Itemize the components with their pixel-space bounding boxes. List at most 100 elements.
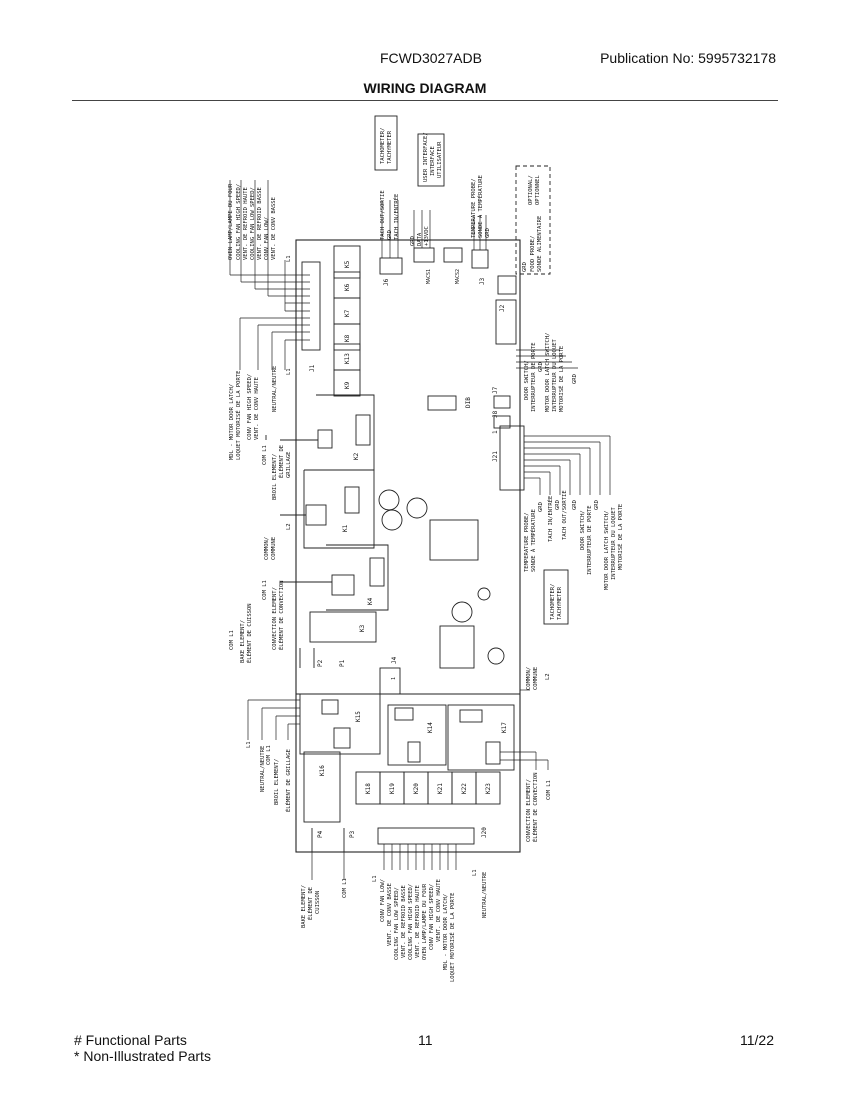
header-rule [72, 100, 778, 101]
j21-label-0: TEMPERATURE PROBE/ [524, 512, 530, 572]
p3-label: COM L1 [342, 878, 348, 898]
functional-parts-note: # Functional Parts [74, 1032, 187, 1048]
j1-label-0: OVEN LAMP/LAMPE DU FOUR [228, 183, 234, 260]
relay-k9: K9 [344, 381, 351, 389]
connector-j6-label: J6 [383, 278, 390, 286]
tachometer-box-top [374, 115, 398, 171]
relay-k17: K17 [501, 722, 508, 733]
plug-p3: P3 [349, 830, 356, 838]
connector-j4 [379, 667, 401, 695]
page-number: 11 [418, 1032, 433, 1048]
j20-label-8: CONV FAN HIGH SPEED/ [429, 884, 435, 950]
j21-label-3: TACH IN/ENTRÉE [546, 496, 554, 542]
p4-label-1: ÉLÉMENT DE [306, 887, 314, 920]
j20-label-7: OVEN LAMP/LAMPE DU FOUR [422, 883, 428, 960]
tach-top-1: GRD [387, 230, 393, 240]
relay-k22: K22 [461, 783, 468, 794]
tachometer-top-0: TACHOMETER/ [380, 128, 386, 164]
j1-lower-0: MDL - MOTOR DOOR LATCH/ [229, 384, 235, 460]
j1-lower-1: LOQUET MOTORISÉ DE LA PORTE [234, 371, 242, 460]
k17-label-1: ÉLÉMENT DE CONVECTION [531, 772, 539, 842]
connector-j7 [493, 395, 511, 409]
connector-j20-label: J20 [481, 827, 488, 838]
connector-macs2 [443, 247, 463, 263]
optional-0: OPTIONAL/ [528, 175, 534, 205]
j20-label-0: L1 [372, 875, 378, 882]
connector-j1-label: J1 [309, 364, 316, 372]
connector-j4-label: J4 [391, 656, 398, 664]
j2-label-0: DOOR SWITCH/ [524, 360, 530, 400]
left-lower-4: ÉLÉMENT DE GRILLAGE [284, 749, 292, 812]
relay-k6: K6 [344, 283, 351, 291]
connector-macs1-label: MACS1 [426, 269, 432, 284]
j1-label-4: VENT. DE REFROID BASSE [257, 187, 263, 260]
food-probe-2: SONDE ALIMENTAIRE [537, 216, 543, 272]
left-lower-2: COM L1 [266, 745, 272, 765]
relay-k20: K20 [413, 783, 420, 794]
k4-label-0: COM L1 [262, 580, 268, 600]
j21-label-2: GRD [538, 502, 544, 512]
relay-k14: K14 [427, 722, 434, 733]
relay-k8: K8 [344, 334, 351, 342]
connector-dib [427, 395, 457, 411]
relay-k1: K1 [342, 524, 349, 532]
left-lower-0: L1 [246, 741, 252, 748]
j2-label-6: GRD [572, 374, 578, 384]
relay-k23: K23 [485, 783, 492, 794]
k4-label-1: CONVECTION ELEMENT/ [272, 587, 278, 650]
tach-top-2: TACH IN/ENTRÉE [392, 194, 400, 240]
user-interface-box [417, 133, 445, 187]
connector-j3-label: J3 [479, 277, 486, 285]
j1-lower-3: VENT. DE CONV HAUTE [254, 377, 260, 440]
k17-label-2: COM L1 [546, 780, 552, 800]
food-probe-1: FOOD PROBE/ [530, 236, 536, 272]
k1-label-1: COMMUNE [271, 537, 277, 560]
j21-label-5: TACH OUT/SORTIE [562, 490, 568, 540]
connector-macs1 [413, 247, 435, 263]
j21-label-4: GRD [555, 500, 561, 510]
connector-j1 [301, 261, 321, 351]
k17-label-0: CONVECTION ELEMENT/ [526, 779, 532, 842]
non-illustrated-note: * Non-Illustrated Parts [74, 1048, 211, 1064]
j2-label-4: INTERRUPTEUR DU LOQUET [552, 338, 558, 412]
j20-label-3: COOLING FAN LOW SPEED/ [394, 887, 400, 960]
relay-bank-top [333, 245, 361, 397]
user-interface-2: UTILISATEUR [437, 141, 443, 178]
ui-wire-1: DATA [417, 232, 423, 246]
j21-label-7: DOOR SWITCH/ [580, 510, 586, 550]
tachometer-top-1: TACHYMETER [387, 130, 393, 164]
j21-label-1: SONDE À TEMPÉRATURE [529, 509, 537, 572]
model-number: FCWD3027ADB [380, 50, 482, 66]
j21-label-11: INTERRUPTEUR DU LOQUET [611, 506, 617, 580]
j21-label-12: MOTORISÉ DE LA PORTE [616, 504, 624, 570]
j1-label-5: CONV FAN LOW/ [264, 217, 270, 260]
transformer-upper [429, 519, 479, 561]
component-c2 [477, 587, 491, 601]
connector-j2 [495, 299, 517, 345]
connector-dib-label: DIB [465, 397, 472, 408]
j20-label-1: CONV FAN LOW/ [380, 879, 386, 922]
j20-label-12: L1 [472, 869, 478, 876]
publication-number: Publication No: 5995732178 [600, 50, 776, 66]
revision-date: 11/22 [740, 1032, 774, 1048]
connector-j6 [379, 257, 403, 275]
connector-j8 [493, 415, 511, 429]
component-c1 [381, 509, 403, 531]
plug-p1: P1 [339, 659, 346, 667]
j21-label-10: MOTOR DOOR LATCH SWITCH/ [604, 511, 610, 590]
food-probe-0: GRD [522, 262, 528, 272]
plug-p4: P4 [317, 830, 324, 838]
component-q1 [378, 489, 400, 511]
k2-label-3: GRILLAGE [286, 452, 292, 479]
p4-label-0: BAKE ELEMENT/ [301, 885, 307, 928]
relay-k21: K21 [437, 783, 444, 794]
page-title: WIRING DIAGRAM [363, 80, 487, 96]
relay-k3: K3 [359, 624, 366, 632]
relay-k19: K19 [389, 783, 396, 794]
component-q3 [451, 601, 473, 623]
j20-label-9: VENT. DE CONV HAUTE [436, 879, 442, 942]
component-q2 [406, 497, 428, 519]
ui-wire-0: GRD [410, 236, 416, 246]
j2-label-1: INTERRUPTEUR DE PORTE [531, 342, 537, 412]
left-lower-3: BROIL ELEMENT/ [274, 759, 280, 805]
